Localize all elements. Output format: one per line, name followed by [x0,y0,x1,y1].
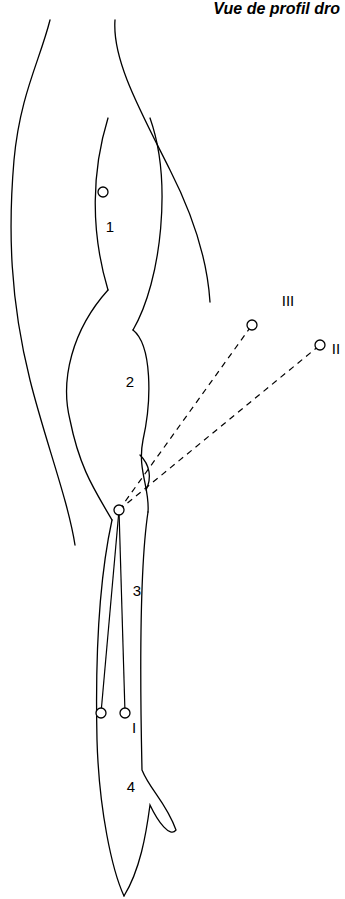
point-marker [315,340,325,350]
outer-back-outline [11,20,75,545]
shin-back-outline [97,520,124,896]
leader-line [119,510,125,713]
region-number: 2 [126,374,134,389]
point-numeral: III [282,293,295,308]
thigh-front-curve [133,118,162,330]
trunk-front-outline [115,20,210,302]
leg-back-outline [67,290,112,520]
shin-front-outline [124,512,176,896]
point-marker [247,320,257,330]
point-marker [120,708,130,718]
point-marker [98,187,108,197]
knee-front-outline [133,330,149,512]
region-number: 1 [106,219,114,234]
point-numeral: II [332,341,340,356]
point-numeral: I [132,720,136,735]
point-marker [114,505,124,515]
thigh-back-curve [95,118,108,290]
heading: Vue de profil dro [213,0,340,18]
point-marker [96,708,106,718]
region-number: 3 [133,583,141,598]
knee-crease [140,455,149,490]
dashed-line [119,345,320,510]
leader-line [101,510,119,713]
region-number: 4 [127,779,135,794]
